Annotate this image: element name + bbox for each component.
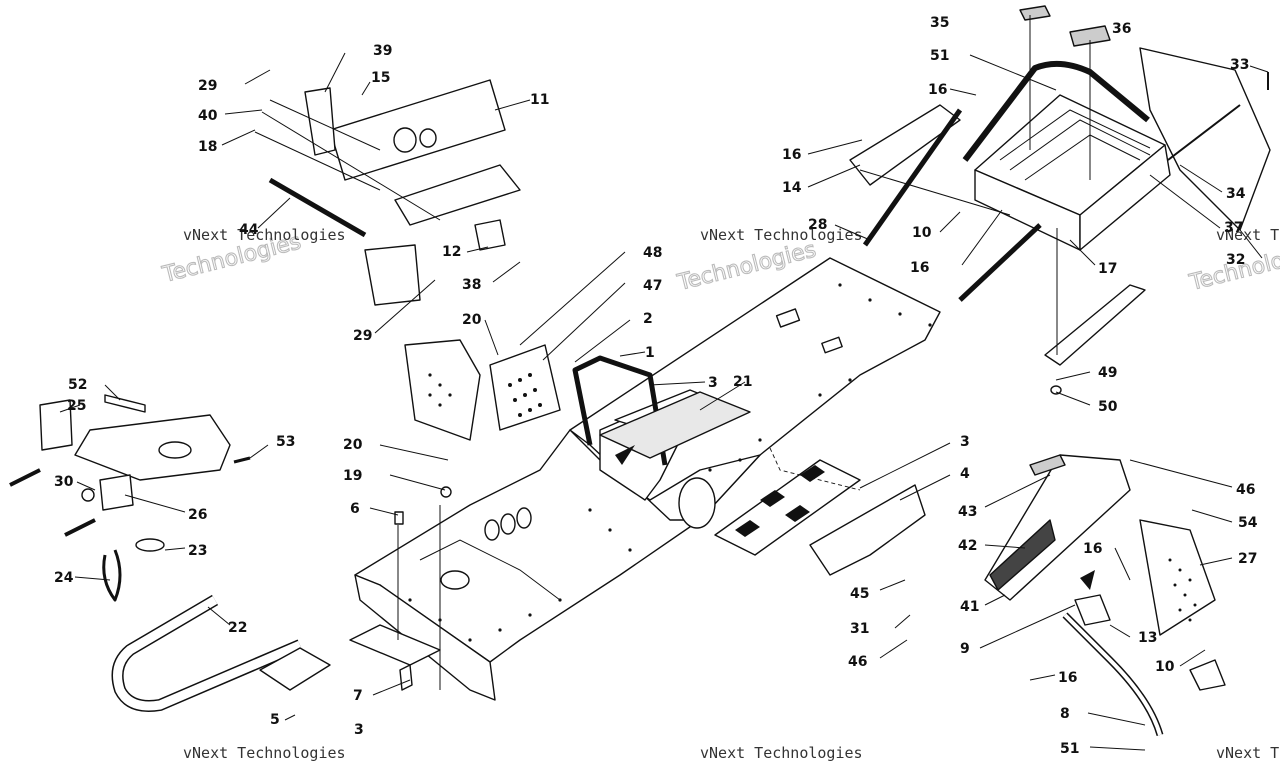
callout-16: 16 — [1058, 670, 1077, 686]
callout-10: 10 — [1155, 659, 1175, 675]
callout-30: 30 — [54, 474, 74, 490]
callout-43: 43 — [958, 504, 977, 520]
callout-5: 5 — [270, 712, 280, 728]
callout-20: 20 — [343, 437, 363, 453]
watermark-text: vNext Technologies — [1216, 744, 1280, 762]
callout-25: 25 — [67, 398, 86, 414]
callout-24: 24 — [54, 570, 74, 586]
callout-40: 40 — [198, 108, 218, 124]
callout-3: 3 — [354, 722, 364, 738]
callout-32: 32 — [1226, 252, 1245, 268]
callout-23: 23 — [188, 543, 207, 559]
callout-35: 35 — [930, 15, 949, 31]
callout-41: 41 — [960, 599, 979, 615]
callout-39: 39 — [373, 43, 392, 59]
leader-lines — [59, 15, 1269, 751]
callout-16: 16 — [782, 147, 801, 163]
callout-labels: 1 2 3 3 3 4 5 6 7 8 9 10 10 11 12 13 14 … — [54, 15, 1258, 757]
callout-18: 18 — [198, 139, 217, 155]
callout-42: 42 — [958, 538, 977, 554]
callout-28: 28 — [808, 217, 827, 233]
callout-4: 4 — [960, 466, 970, 482]
main-chassis — [354, 257, 941, 701]
callout-51: 51 — [1060, 741, 1079, 757]
bumper-loop — [102, 538, 331, 712]
callout-52: 52 — [68, 377, 87, 393]
callout-54: 54 — [1238, 515, 1258, 531]
callout-19: 19 — [343, 468, 362, 484]
callout-15: 15 — [371, 70, 390, 86]
callout-26: 26 — [188, 507, 207, 523]
callout-2: 2 — [643, 311, 653, 327]
callout-29: 29 — [353, 328, 372, 344]
callout-8: 8 — [1060, 706, 1070, 722]
callout-34: 34 — [1226, 186, 1246, 202]
callout-50: 50 — [1098, 399, 1118, 415]
watermark-text: vNext Technologies — [183, 744, 346, 762]
callout-13: 13 — [1138, 630, 1157, 646]
callout-16: 16 — [928, 82, 947, 98]
watermark-text: vNext Technologies — [700, 226, 863, 244]
watermark-text: vNext Technologies — [1216, 226, 1280, 244]
callout-16: 16 — [1083, 541, 1102, 557]
running-board-parts — [714, 447, 926, 576]
callout-47: 47 — [643, 278, 662, 294]
front-bracket-assembly — [254, 79, 521, 306]
callout-7: 7 — [353, 688, 363, 704]
callout-3: 3 — [708, 375, 718, 391]
callout-33: 33 — [1230, 57, 1249, 73]
callout-45: 45 — [850, 586, 869, 602]
callout-21: 21 — [733, 374, 752, 390]
chain-guard — [404, 339, 561, 441]
callout-44: 44 — [239, 222, 259, 238]
callout-12: 12 — [442, 244, 461, 260]
lower-bracket — [349, 486, 452, 691]
callout-38: 38 — [462, 277, 481, 293]
side-guard-assembly — [984, 454, 1226, 737]
callout-20: 20 — [462, 312, 482, 328]
callout-36: 36 — [1112, 21, 1131, 37]
callout-22: 22 — [228, 620, 247, 636]
watermark-text: vNext Technologies — [183, 226, 346, 244]
callout-14: 14 — [782, 180, 802, 196]
callout-3: 3 — [960, 434, 970, 450]
callout-53: 53 — [276, 434, 295, 450]
callout-16: 16 — [910, 260, 929, 276]
callout-29: 29 — [198, 78, 217, 94]
callout-11: 11 — [530, 92, 549, 108]
callout-46: 46 — [1236, 482, 1255, 498]
watermark-text: vNext Technologies — [700, 744, 863, 762]
callout-37: 37 — [1224, 220, 1243, 236]
callout-9: 9 — [960, 641, 970, 657]
electrical-components — [9, 394, 251, 537]
callout-51: 51 — [930, 48, 949, 64]
callout-48: 48 — [643, 245, 662, 261]
callout-46: 46 — [848, 654, 867, 670]
callout-49: 49 — [1098, 365, 1117, 381]
callout-10: 10 — [912, 225, 932, 241]
callout-6: 6 — [350, 501, 360, 517]
callout-27: 27 — [1238, 551, 1257, 567]
callout-31: 31 — [850, 621, 869, 637]
callout-17: 17 — [1098, 261, 1117, 277]
callout-1: 1 — [645, 345, 655, 361]
